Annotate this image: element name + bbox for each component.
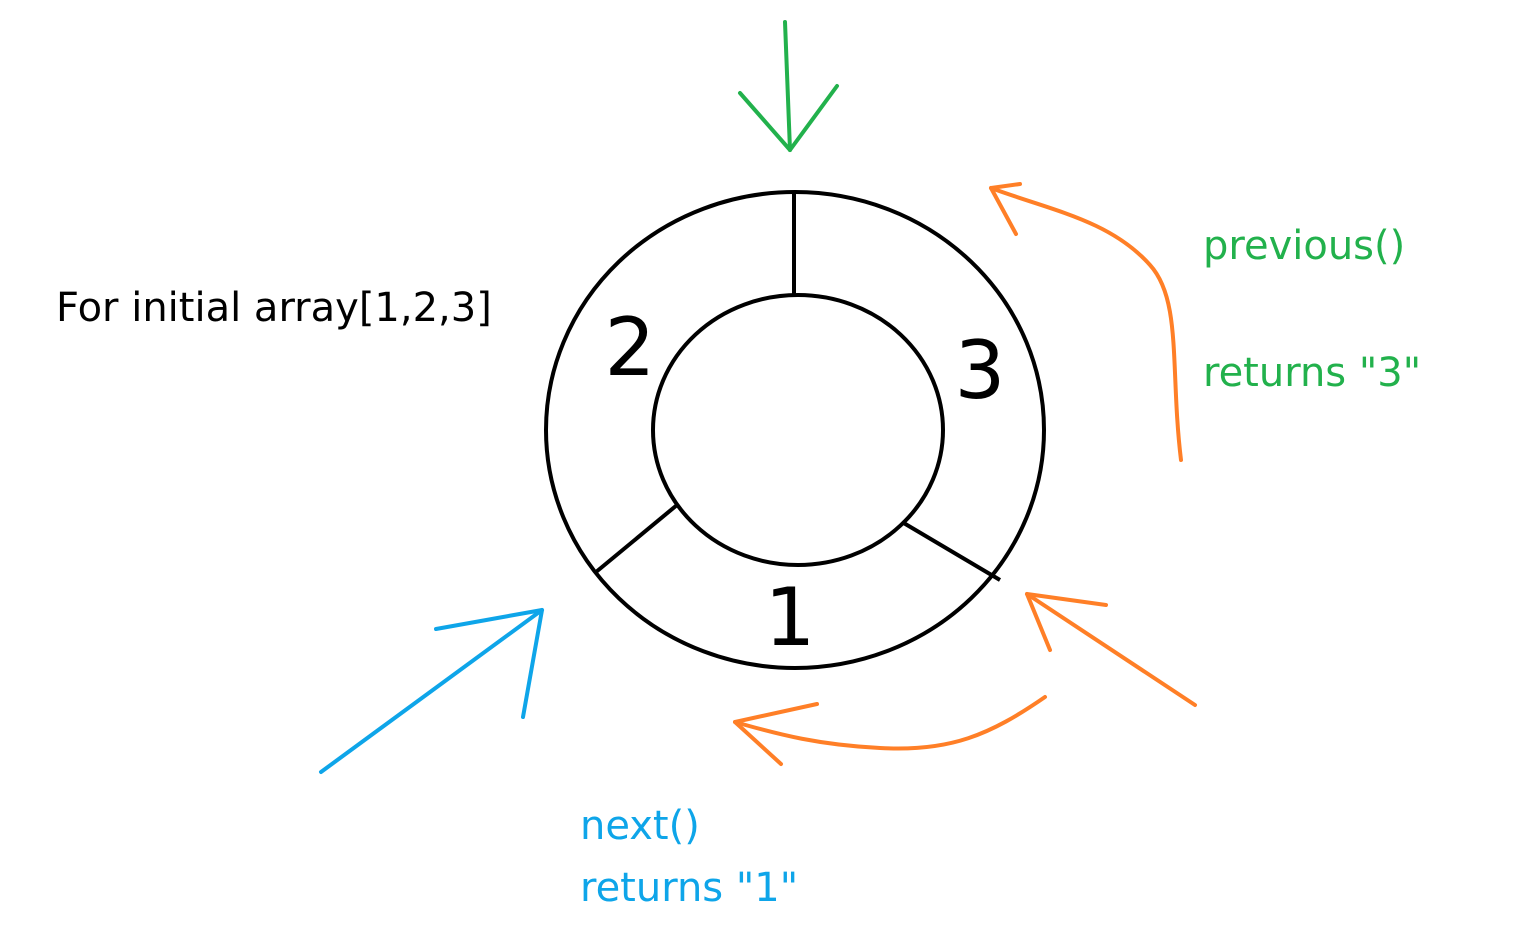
inner-ring (651, 293, 945, 567)
traversal-arrow-lower-right (1025, 592, 1197, 707)
next-call-label: next() (580, 803, 700, 849)
next-pointer-arrow (319, 608, 544, 774)
next-result-label: returns "1" (580, 865, 799, 911)
previous-result-label: returns "3" (1203, 350, 1422, 396)
divider-left (594, 503, 679, 574)
previous-call-label: previous() (1203, 223, 1406, 269)
segment-label-2: 2 (605, 301, 656, 394)
outer-ring (544, 190, 1046, 670)
segment-label-1: 1 (765, 571, 816, 664)
traversal-arrow-bottom (733, 695, 1047, 766)
diagram-caption: For initial array[1,2,3] (56, 285, 492, 331)
segment-label-3: 3 (955, 324, 1006, 417)
start-pointer-arrow (738, 20, 839, 152)
divider-right (900, 520, 1002, 582)
previous-traversal-arrow (989, 182, 1183, 462)
